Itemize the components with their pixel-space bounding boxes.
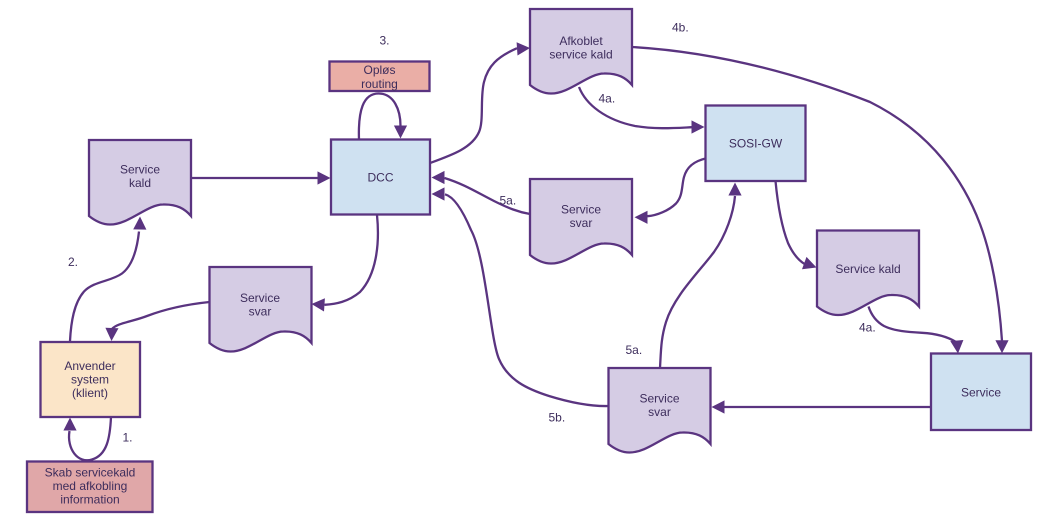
- svg-text:Service: Service: [120, 163, 160, 177]
- svg-text:SOSI-GW: SOSI-GW: [729, 137, 783, 151]
- svg-text:Service kald: Service kald: [835, 262, 900, 276]
- svg-text:Service: Service: [639, 392, 679, 406]
- svg-text:Afkoblet: Afkoblet: [559, 34, 603, 48]
- svg-text:system: system: [71, 373, 109, 387]
- svg-text:4a.: 4a.: [599, 92, 616, 106]
- svg-text:med afkobling: med afkobling: [53, 479, 128, 493]
- svg-text:(klient): (klient): [72, 386, 108, 400]
- svg-text:4b.: 4b.: [672, 21, 689, 35]
- svg-text:svar: svar: [570, 216, 593, 230]
- svg-text:Service: Service: [961, 386, 1001, 400]
- svg-text:information: information: [60, 493, 119, 507]
- svg-text:DCC: DCC: [368, 171, 394, 185]
- svg-text:Anvender: Anvender: [64, 359, 115, 373]
- svg-text:5b.: 5b.: [549, 411, 566, 425]
- svg-text:kald: kald: [129, 176, 151, 190]
- svg-text:Service: Service: [561, 203, 601, 217]
- svg-text:5a.: 5a.: [626, 343, 643, 357]
- svg-text:2.: 2.: [68, 255, 78, 269]
- svg-text:5a.: 5a.: [500, 194, 517, 208]
- svg-text:routing: routing: [361, 77, 398, 91]
- svg-text:4a.: 4a.: [859, 321, 876, 335]
- svg-text:svar: svar: [648, 405, 671, 419]
- svg-text:service kald: service kald: [549, 48, 612, 62]
- svg-text:Opløs: Opløs: [363, 63, 395, 77]
- svg-text:Service: Service: [240, 291, 280, 305]
- svg-text:3.: 3.: [380, 34, 390, 48]
- svg-text:1.: 1.: [123, 431, 133, 445]
- svg-text:Skab servicekald: Skab servicekald: [45, 466, 136, 480]
- svg-text:svar: svar: [249, 305, 272, 319]
